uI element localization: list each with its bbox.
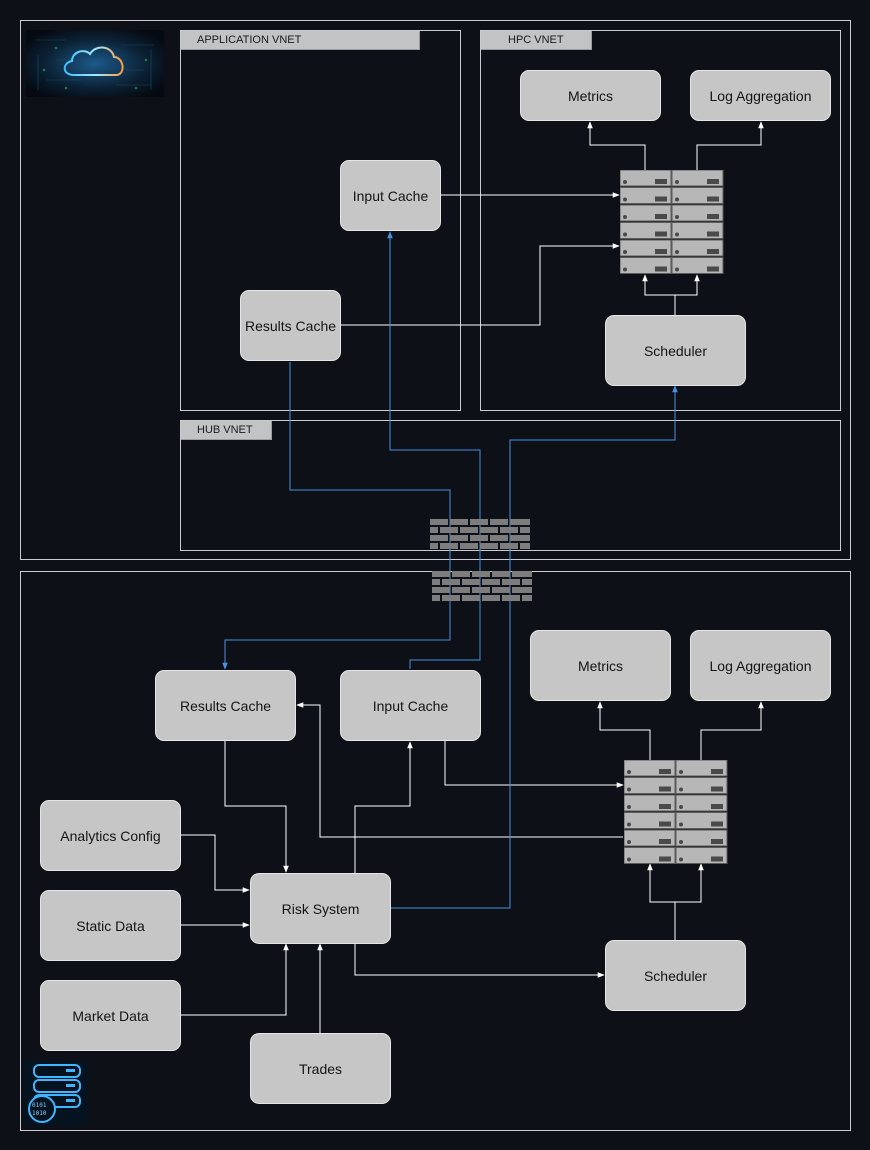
- cloud-scheduler-node[interactable]: Scheduler: [605, 315, 746, 386]
- wire-onprem-inputcache-to-cluster: [444, 741, 624, 788]
- wire-analytics-to-risk: [181, 834, 250, 893]
- wire-resultscache-to-risk: [224, 741, 289, 873]
- application-vnet: APPLICATION VNET: [180, 30, 461, 411]
- wire-cloud-resultscache-to-cluster: [341, 243, 620, 326]
- cloud-input-cache-node[interactable]: Input Cache: [340, 160, 441, 231]
- wire-cloud-cluster-to-metrics: [587, 121, 646, 172]
- cloud-log-aggregation-node[interactable]: Log Aggregation: [690, 70, 831, 121]
- firewall-icon: [430, 519, 530, 551]
- firewall-icon: [432, 571, 532, 603]
- onprem-scheduler-node[interactable]: Scheduler: [605, 940, 746, 1011]
- wire-cloud-scheduler-to-cluster-b: [675, 274, 700, 296]
- onprem-input-cache-node[interactable]: Input Cache: [340, 670, 481, 741]
- datacenter-server-icon: 0101 1010: [24, 1060, 88, 1126]
- svg-text:0101: 0101: [32, 1102, 47, 1109]
- wire-cloud-results-to-onprem-results: [222, 362, 451, 670]
- svg-text:1010: 1010: [32, 1110, 47, 1117]
- onprem-results-cache-node[interactable]: Results Cache: [155, 670, 296, 741]
- cloud-metrics-node[interactable]: Metrics: [520, 70, 661, 121]
- onprem-metrics-node[interactable]: Metrics: [530, 630, 671, 701]
- server-cluster-icon: [623, 759, 728, 864]
- wire-onprem-cluster-to-resultscache: [296, 702, 623, 838]
- hub-vnet-label: HUB VNET: [181, 421, 272, 440]
- wire-risk-to-inputcache: [354, 741, 413, 873]
- wire-onprem-cluster-to-metrics: [597, 701, 651, 762]
- wire-onprem-input-to-cloud-input: [387, 231, 481, 669]
- wire-risk-to-cloud-scheduler: [391, 385, 678, 909]
- cloud-icon: [26, 30, 164, 97]
- market-data-node[interactable]: Market Data: [40, 980, 181, 1051]
- static-data-node[interactable]: Static Data: [40, 890, 181, 961]
- hpc-vnet-label: HPC VNET: [481, 31, 592, 50]
- hpc-vnet: HPC VNET: [480, 30, 841, 411]
- cloud-region-frame: [20, 20, 851, 560]
- wire-onprem-cluster-to-log: [700, 701, 764, 762]
- onprem-log-aggregation-node[interactable]: Log Aggregation: [690, 630, 831, 701]
- wire-risk-to-scheduler: [354, 944, 605, 978]
- risk-system-node[interactable]: Risk System: [250, 873, 391, 944]
- application-vnet-label: APPLICATION VNET: [181, 31, 420, 50]
- cloud-results-cache-node[interactable]: Results Cache: [240, 290, 341, 361]
- analytics-config-node[interactable]: Analytics Config: [40, 800, 181, 871]
- server-cluster-icon: [619, 169, 724, 274]
- wire-market-to-risk: [181, 943, 289, 1016]
- trades-node[interactable]: Trades: [250, 1033, 391, 1104]
- wire-cloud-scheduler-to-cluster-a: [642, 274, 676, 315]
- wire-onprem-scheduler-to-cluster-b: [675, 863, 704, 903]
- wire-onprem-scheduler-to-cluster-a: [647, 863, 676, 940]
- wire-cloud-cluster-to-log: [696, 121, 764, 172]
